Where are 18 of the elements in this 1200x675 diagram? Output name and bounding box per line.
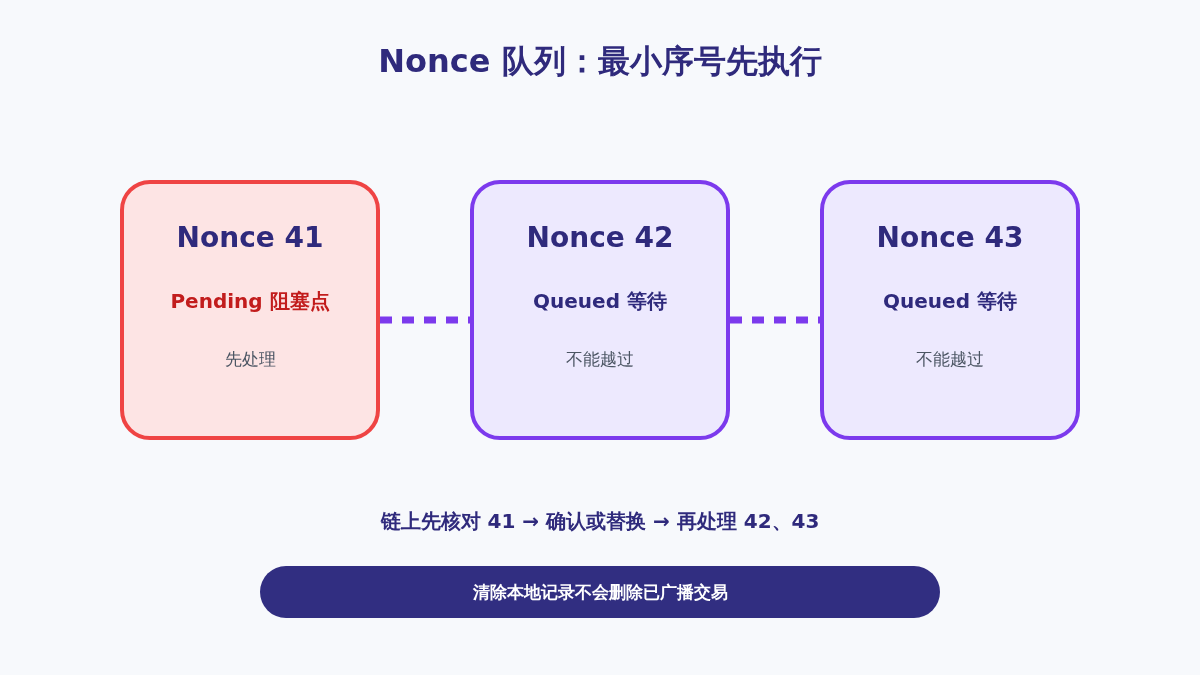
status-text: Pending 阻塞点 <box>169 288 331 315</box>
dashed-connector <box>380 316 470 324</box>
note-text: 先处理 <box>223 347 277 371</box>
note-pill <box>260 566 940 618</box>
nonce-heading: Nonce 41 <box>175 221 325 255</box>
status-text: Queued 等待 <box>532 288 668 315</box>
nonce-heading: Nonce 42 <box>525 221 675 255</box>
status-text: Queued 等待 <box>882 288 1018 315</box>
dashed-connector <box>730 316 820 324</box>
pending-box <box>120 180 380 440</box>
nonce-heading: Nonce 43 <box>875 221 1025 255</box>
diagram-title: Nonce 队列：最小序号先执行 <box>377 41 823 82</box>
queued-box <box>470 180 730 440</box>
note-text: 不能越过 <box>565 347 635 371</box>
note-text: 不能越过 <box>915 347 985 371</box>
note-text: 清除本地记录不会删除已广播交易 <box>472 580 728 604</box>
flow-note: 链上先核对 41 → 确认或替换 → 再处理 42、43 <box>379 508 821 535</box>
queued-box <box>820 180 1080 440</box>
